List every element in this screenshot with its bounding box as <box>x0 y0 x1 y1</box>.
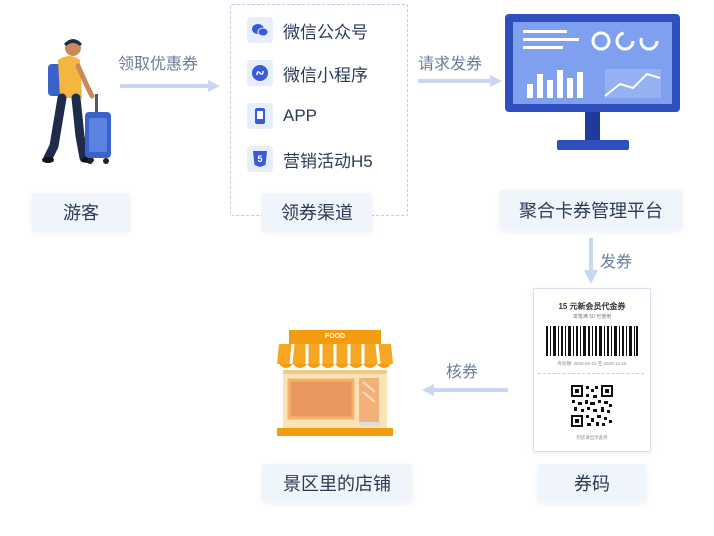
channel-label: APP <box>283 106 318 125</box>
channels-node-label: 领券渠道 <box>262 193 372 231</box>
shop-illustration <box>277 330 393 436</box>
coupon-validity-date: 有效期: 2020-02-10 至 2020-12-15 <box>557 361 627 366</box>
platform-monitor-illustration <box>505 14 680 150</box>
channel-item-mini-program[interactable]: 微信小程序 <box>247 60 368 86</box>
arrow-right-icon <box>418 75 502 87</box>
channel-item-wechat[interactable]: 微信公众号 <box>247 17 368 43</box>
arrow-right-icon <box>120 80 220 92</box>
coupon-subtitle: 单笔满 50 可使用 <box>572 314 612 320</box>
channel-label: 微信小程序 <box>283 65 368 85</box>
channel-label: 微信公众号 <box>283 22 368 42</box>
arrow-left-icon <box>422 384 508 396</box>
platform-node-label: 聚合卡券管理平台 <box>500 190 682 230</box>
barcode-icon <box>546 326 638 356</box>
coupon-code-node-label: 券码 <box>538 464 646 502</box>
channel-item-h5[interactable]: 5 营销活动H5 <box>247 146 373 172</box>
shop-sign-text: FOOD <box>324 333 346 340</box>
shop-node-label: 景区里的店铺 <box>262 464 412 502</box>
mini-program-icon <box>247 60 273 86</box>
edge-label-verify: 核券 <box>446 364 479 381</box>
edge-label-request: 请求发券 <box>418 56 483 73</box>
tourist-node-label: 游客 <box>32 193 130 231</box>
edge-label-issue: 发券 <box>600 254 633 271</box>
coupon-note: 到店请出示此券 <box>576 435 608 440</box>
coupon-card: 15 元新会员代金券 单笔满 50 可使用 有效期: 2020-02-10 至 … <box>533 288 651 452</box>
qr-code-icon <box>571 385 613 427</box>
channel-label: 营销活动H5 <box>283 151 373 171</box>
wechat-icon <box>247 17 273 43</box>
app-icon <box>247 103 273 129</box>
channel-item-app[interactable]: APP <box>247 103 317 129</box>
edge-label-receive: 领取优惠券 <box>118 56 199 73</box>
html5-icon: 5 <box>247 146 273 172</box>
channels-panel: 微信公众号 微信小程序 APP 5 营销活动H5 <box>230 4 408 216</box>
coupon-divider <box>538 373 644 374</box>
svg-text:5: 5 <box>257 154 262 164</box>
arrow-down-icon <box>584 238 598 284</box>
tourist-illustration <box>42 39 111 164</box>
coupon-title: 15 元新会员代金券 <box>558 302 626 311</box>
